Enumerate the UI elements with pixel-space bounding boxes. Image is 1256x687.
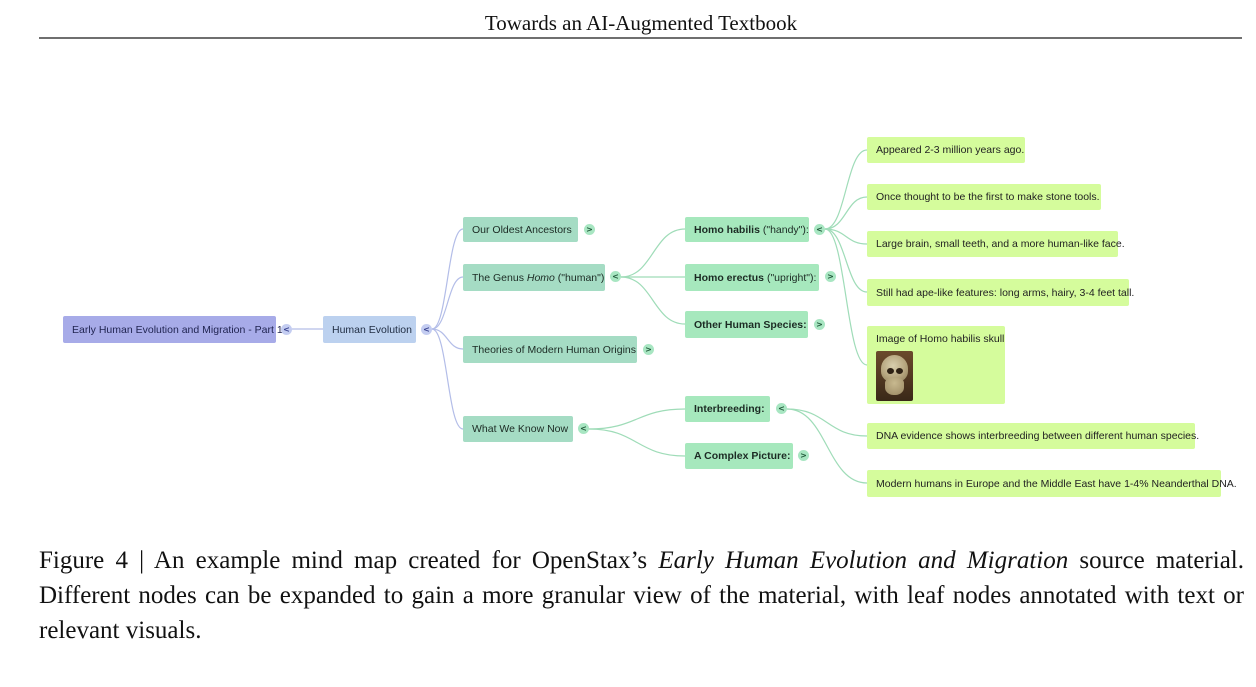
root-node-label: Early Human Evolution and Migration - Pa… <box>72 323 283 336</box>
figure-caption: Figure 4 | An example mind map created f… <box>39 547 1244 644</box>
node-label: Other Human Species: <box>694 318 807 331</box>
mind-map-node-human-evolution[interactable]: Human Evolution <box>323 316 416 343</box>
mind-map-node-interbreeding[interactable]: Interbreeding: <box>685 396 770 422</box>
leaf-node[interactable]: Large brain, small teeth, and a more hum… <box>867 231 1125 257</box>
mind-map-connector <box>431 276 464 330</box>
leaf-node-text: Modern humans in Europe and the Middle E… <box>876 477 1237 490</box>
mind-map-connector <box>431 328 464 430</box>
leaf-node-text: Large brain, small teeth, and a more hum… <box>876 238 1125 250</box>
node-label: Interbreeding: <box>694 403 765 415</box>
homo-erectus-expand-toggle[interactable]: > <box>825 271 836 282</box>
leaf-node[interactable]: Still had ape-like features: long arms, … <box>867 279 1134 306</box>
leaf-node-text: DNA evidence shows interbreeding between… <box>876 430 1200 442</box>
mind-map-connector <box>620 276 686 325</box>
node-label: A Complex Picture: <box>694 450 791 462</box>
node-label: Homo erectus ("upright"): <box>694 271 817 284</box>
interbreeding-collapse-toggle[interactable]: < <box>776 403 787 414</box>
leaf-node[interactable]: Appeared 2-3 million years ago. <box>867 137 1025 163</box>
mind-map-connector <box>786 408 868 484</box>
mind-map-connector <box>786 408 868 437</box>
leaf-node-text: Image of Homo habilis skull <box>876 333 1005 345</box>
homo-habilis-collapse-toggle[interactable]: < <box>814 224 825 235</box>
leaf-node-text: Appeared 2-3 million years ago. <box>876 144 1025 156</box>
mind-map-connector <box>431 228 464 330</box>
mind-map-node-our-oldest-ancestors[interactable]: Our Oldest Ancestors <box>463 217 578 242</box>
mind-map-root-node[interactable]: Early Human Evolution and Migration - Pa… <box>63 316 283 343</box>
node-label: Homo habilis ("handy"): <box>694 223 809 236</box>
our-oldest-ancestors-expand-toggle[interactable]: > <box>584 224 595 235</box>
node-label: Theories of Modern Human Origins <box>472 343 636 356</box>
mind-map-node-theories-of-modern-human-origins[interactable]: Theories of Modern Human Origins <box>463 336 637 363</box>
leaf-node[interactable]: DNA evidence shows interbreeding between… <box>867 423 1199 449</box>
a-complex-picture-expand-toggle[interactable]: > <box>798 450 809 461</box>
genus-homo-collapse-toggle[interactable]: < <box>610 271 621 282</box>
other-human-species-expand-toggle[interactable]: > <box>814 319 825 330</box>
mind-map-node-homo-erectus[interactable]: Homo erectus ("upright"): <box>685 264 819 291</box>
mind-map-connector <box>588 428 686 457</box>
mind-map-node-homo-habilis[interactable]: Homo habilis ("handy"): <box>685 217 809 242</box>
leaf-node-text: Still had ape-like features: long arms, … <box>876 286 1135 299</box>
mind-map-connector <box>824 228 868 293</box>
mind-map-connector <box>588 408 686 430</box>
leaf-node-text: Once thought to be the first to make sto… <box>876 191 1100 203</box>
header-rule <box>39 37 1242 39</box>
mind-map-connector <box>824 228 868 245</box>
node-label: The Genus Homo ("human") <box>472 271 605 284</box>
mind-map-connector <box>620 228 686 278</box>
node-label: Our Oldest Ancestors <box>472 223 572 236</box>
root-collapse-toggle[interactable]: < <box>281 324 292 335</box>
node-label: Human Evolution <box>332 323 412 336</box>
theories-expand-toggle[interactable]: > <box>643 344 654 355</box>
mind-map-node-what-we-know-now[interactable]: What We Know Now <box>463 416 573 442</box>
mind-map-connector <box>824 196 868 230</box>
running-header: Towards an AI-Augmented Textbook <box>484 11 798 35</box>
mind-map-node-genus-homo[interactable]: The Genus Homo ("human") <box>463 264 605 291</box>
node-label: What We Know Now <box>472 423 569 435</box>
leaf-node[interactable]: Modern humans in Europe and the Middle E… <box>867 470 1237 497</box>
leaf-node-image[interactable]: Image of Homo habilis skull <box>867 326 1005 404</box>
homo-habilis-skull-image <box>876 351 913 401</box>
mind-map-connector <box>824 228 868 366</box>
mind-map-connector <box>824 149 868 230</box>
mind-map-node-a-complex-picture[interactable]: A Complex Picture: <box>685 443 793 469</box>
human-evolution-collapse-toggle[interactable]: < <box>421 324 432 335</box>
what-we-know-now-collapse-toggle[interactable]: < <box>578 423 589 434</box>
leaf-node[interactable]: Once thought to be the first to make sto… <box>867 184 1101 210</box>
mind-map-node-other-human-species[interactable]: Other Human Species: <box>685 311 808 338</box>
mind-map-connector <box>431 328 464 350</box>
